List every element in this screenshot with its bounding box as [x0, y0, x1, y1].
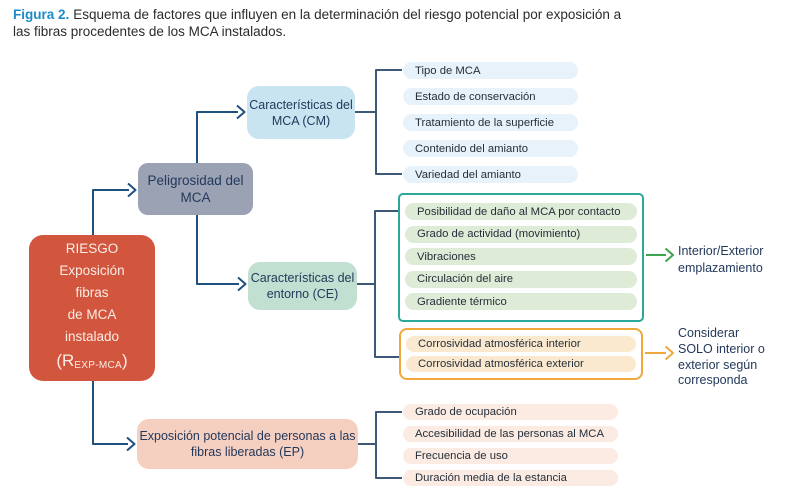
riesgo-line: instalado — [64, 328, 120, 344]
ep-node: Exposición potencial de personas a las f… — [137, 419, 358, 469]
ep-factor-pill: Grado de ocupación — [403, 404, 618, 420]
corrosividad-note-line: corresponda — [678, 373, 748, 388]
bracket-cm-factors — [355, 69, 402, 175]
cm-factor-pill: Variedad del amianto — [403, 166, 578, 183]
arrow-peligrosidad-to-cm — [196, 104, 246, 164]
emplazamiento-note-line: emplazamiento — [678, 260, 763, 275]
ce-environment-pill: Posibilidad de daño al MCA por contacto — [405, 203, 637, 220]
ce-corrosivity-pill: Corrosividad atmosférica exterior — [406, 356, 636, 372]
riesgo-node: RIESGO Exposición fibras de MCA instalado (R… — [29, 235, 155, 381]
corrosividad-note-line: Considerar — [678, 326, 740, 340]
ce-environment-pill: Grado de actividad (movimiento) — [405, 225, 637, 243]
ce-environment-pill: Circulación del aire — [405, 270, 637, 288]
riesgo-symbol-subscript: EXP-MCA — [74, 359, 122, 371]
riesgo-line: Exposición — [59, 262, 125, 278]
emplazamiento-note: Interior/Exterior emplazamiento — [678, 243, 798, 276]
caption-line-2: las fibras procedentes de los MCA instal… — [13, 24, 287, 39]
ce-environment-pill: Vibraciones — [405, 248, 637, 265]
figure-number: Figura 2. — [13, 7, 70, 22]
ep-factor-pill: Frecuencia de uso — [403, 448, 618, 464]
riesgo-lines: RIESGO Exposición fibras de MCA instalado — [59, 238, 124, 348]
riesgo-line: de MCA — [67, 306, 117, 322]
figure-caption: Figura 2.Esquema de factores que influye… — [13, 6, 793, 40]
corrosividad-note-line: SOLO interior o — [678, 341, 765, 356]
riesgo-symbol: (REXP-MCA) — [56, 350, 128, 371]
arrow-corrosividad — [645, 345, 674, 361]
peligrosidad-node: Peligrosidad del MCA — [138, 163, 253, 215]
arrow-peligrosidad-to-ce — [196, 215, 247, 292]
arrow-riesgo-to-ep — [92, 381, 136, 452]
ep-factor-pill: Accesibilidad de las personas al MCA — [403, 426, 618, 442]
riesgo-line: fibras — [75, 284, 109, 300]
cm-node: Características del MCA (CM) — [247, 86, 355, 139]
arrow-riesgo-to-peligrosidad — [92, 182, 137, 236]
ce-node: Características del entorno (CE) — [248, 262, 357, 310]
ce-environment-pill: Gradiente térmico — [405, 293, 637, 310]
corrosividad-note-line: exterior según — [678, 357, 758, 372]
cm-factor-pill: Tratamiento de la superficie — [403, 114, 578, 131]
cm-factor-pill: Contenido del amianto — [403, 140, 578, 157]
emplazamiento-note-line: Interior/Exterior — [678, 244, 764, 258]
arrow-emplazamiento — [646, 247, 674, 263]
bracket-ep-factors — [358, 411, 402, 479]
ce-corrosivity-pill: Corrosividad atmosférica interior — [406, 336, 636, 352]
ep-factor-pill: Duración media de la estancia — [403, 470, 618, 486]
cm-factor-pill: Estado de conservación — [403, 88, 578, 105]
bracket-ce-groups — [357, 210, 399, 358]
cm-factor-pill: Tipo de MCA — [403, 62, 578, 79]
riesgo-line: RIESGO — [65, 240, 119, 256]
caption-line-1: Figura 2.Esquema de factores que influye… — [13, 7, 622, 22]
